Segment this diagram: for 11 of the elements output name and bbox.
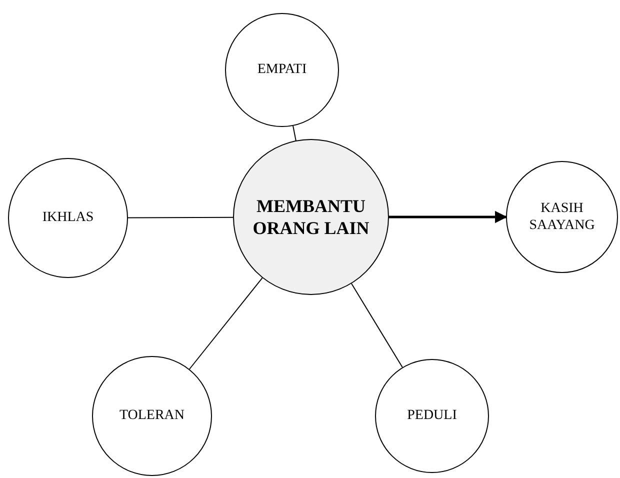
connector-line bbox=[188, 277, 263, 370]
node-label: IKHLAS bbox=[41, 209, 95, 227]
arrow bbox=[389, 210, 508, 224]
connector-line bbox=[292, 125, 296, 141]
node-label: EMPATI bbox=[256, 61, 308, 79]
node-label: TOLERAN bbox=[118, 407, 186, 425]
node-label: MEMBANTU ORANG LAIN bbox=[252, 194, 370, 240]
node-label: KASIH SAAYANG bbox=[528, 200, 596, 234]
node-label: PEDULI bbox=[406, 407, 458, 425]
connector-line bbox=[351, 283, 403, 368]
connector-line bbox=[128, 216, 234, 218]
